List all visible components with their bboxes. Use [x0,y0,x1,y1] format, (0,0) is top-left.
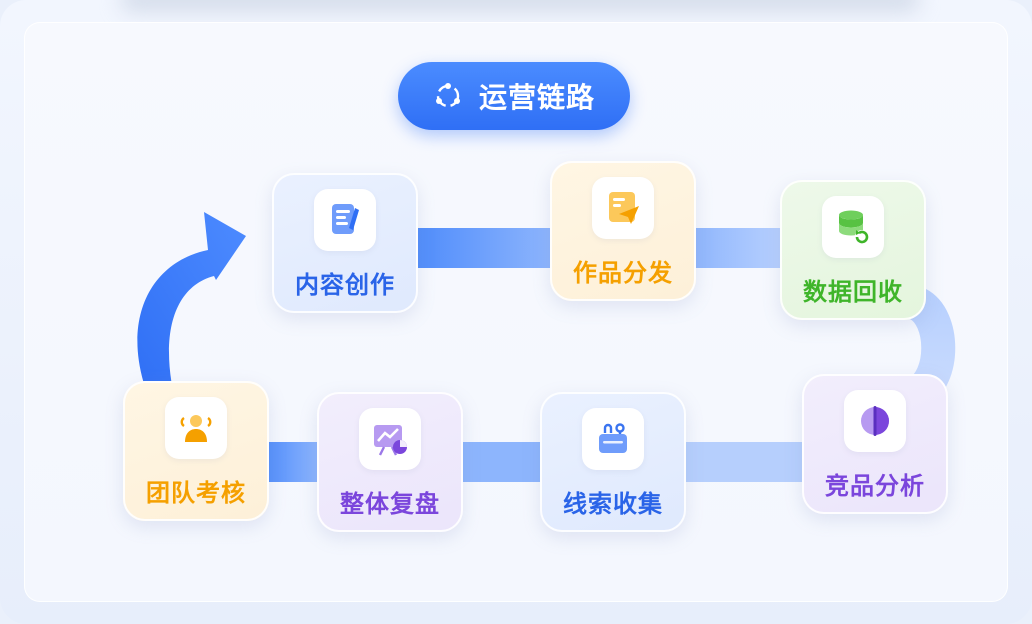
link-review-team [264,442,320,482]
node-lead-collection: 线索收集 [540,392,686,532]
node-label: 作品分发 [573,259,673,287]
node-label: 线索收集 [563,490,663,518]
node-overall-review: 整体复盘 [317,392,463,532]
top-shadow [120,0,920,12]
diagram-title: 运营链路 [478,81,595,114]
node-label: 竞品分析 [825,472,925,500]
title-pill: 运营链路 [398,62,630,130]
node-icon-box [582,408,644,470]
node-team-assessment: 团队考核 [123,381,269,521]
presentation-chart-icon [374,425,407,456]
half-circle-icon [861,406,889,436]
return-arrow-body [137,212,246,396]
node-label: 内容创作 [295,271,395,299]
basket-icon [599,423,627,453]
node-data-recovery: 数据回收 [780,180,926,320]
node-label: 数据回收 [803,278,903,306]
node-label: 团队考核 [146,479,246,507]
database-refresh-icon [839,210,869,244]
node-icon-box [592,177,654,239]
node-work-distribution: 作品分发 [550,161,696,301]
send-document-icon [609,192,639,224]
node-icon-box [359,408,421,470]
node-content-creation: 内容创作 [272,173,418,313]
node-icon-box [165,397,227,459]
link-content-publish [415,228,555,268]
node-label: 整体复盘 [340,490,440,518]
cycle-icon [435,83,460,108]
node-icon-box [844,390,906,452]
team-people-icon [180,415,212,442]
document-pen-icon [332,204,359,234]
node-competitor-analysis: 竞品分析 [802,374,948,514]
link-compete-leads [685,442,807,482]
link-publish-data [693,228,785,268]
node-icon-box [822,196,884,258]
node-icon-box [314,189,376,251]
link-leads-review [462,442,544,482]
